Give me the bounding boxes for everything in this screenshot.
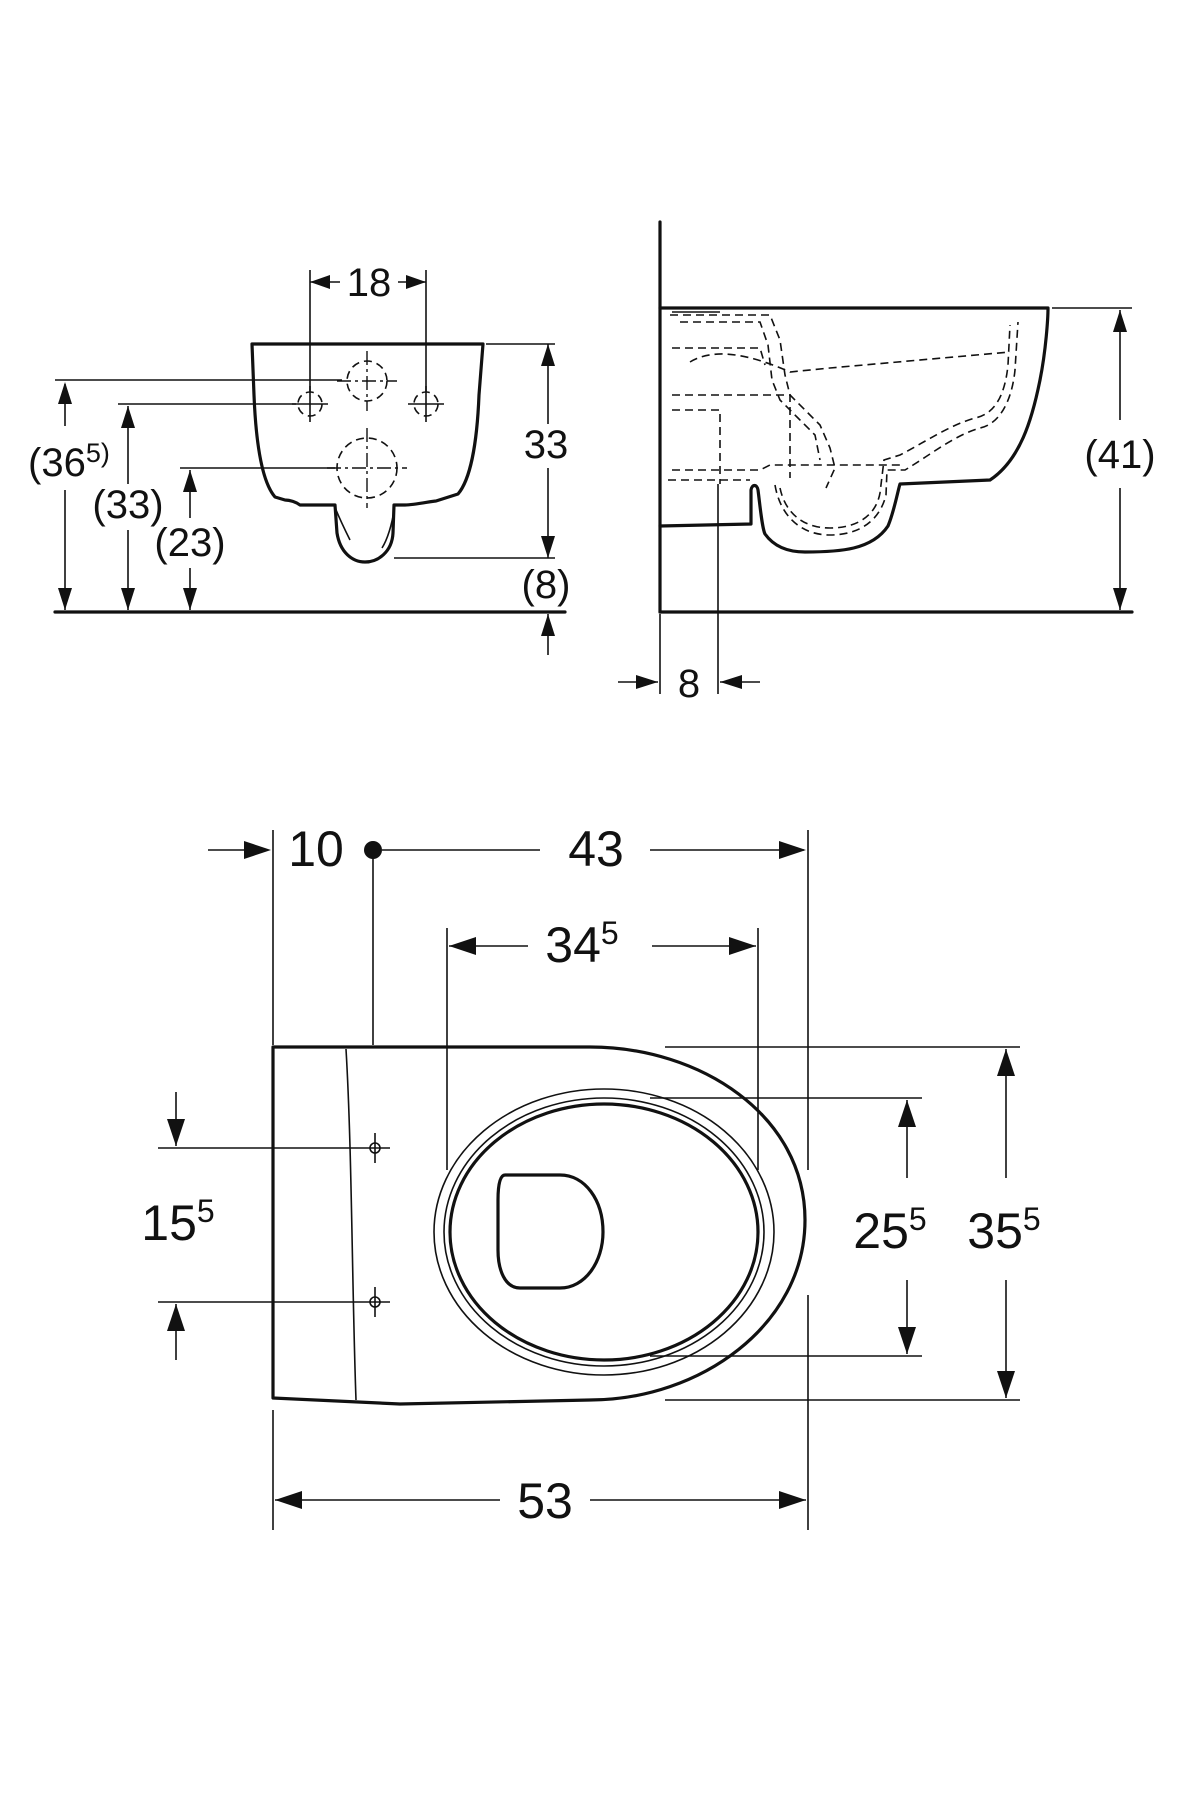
top-back-panel-line xyxy=(345,1048,357,1401)
dim-height-label: 33 xyxy=(524,423,569,467)
dim-total-width-label: 355 xyxy=(967,1201,1040,1259)
top-outlet-shape xyxy=(496,1173,605,1290)
dim-lower-fixing-label: (23) xyxy=(154,521,225,565)
side-bowl-outline xyxy=(658,306,1050,554)
side-inner-trap xyxy=(774,321,1019,536)
side-view: (41) 8 xyxy=(618,220,1156,706)
dim-rim-height-label: (41) xyxy=(1084,433,1155,477)
dim-total-height-label: (365) xyxy=(28,438,110,485)
dim-wall-offset-label: 8 xyxy=(678,662,700,706)
top-seat-ring-mid xyxy=(443,1097,765,1367)
dim-hole-spacing-label: 18 xyxy=(347,261,392,305)
top-view: 10 43 345 155 255 355 xyxy=(141,821,1041,1530)
top-bowl-opening xyxy=(448,1102,760,1362)
top-bowl-outline xyxy=(271,1045,807,1406)
top-seat-ring-outer xyxy=(433,1088,775,1376)
top-fixing-cross-lower xyxy=(360,1287,390,1317)
front-outlet xyxy=(333,504,396,549)
top-axis-dot xyxy=(364,841,382,859)
front-view: 18 33 (8) (365) (33) (23) xyxy=(28,261,570,655)
dim-fixing-spacing-label: 155 xyxy=(141,1193,214,1251)
top-fixing-cross-upper xyxy=(360,1133,390,1163)
dim-opening-width-label: 255 xyxy=(853,1201,926,1259)
front-bowl-outline xyxy=(250,342,485,564)
dim-total-length-label: 53 xyxy=(517,1473,573,1529)
dim-axis-to-front-label: 43 xyxy=(568,821,624,877)
dim-bottom-offset-label: (8) xyxy=(522,563,571,607)
dim-upper-fixing-label: (33) xyxy=(92,483,163,527)
dim-opening-length-label: 345 xyxy=(545,915,618,973)
dim-wall-to-axis-label: 10 xyxy=(288,821,344,877)
